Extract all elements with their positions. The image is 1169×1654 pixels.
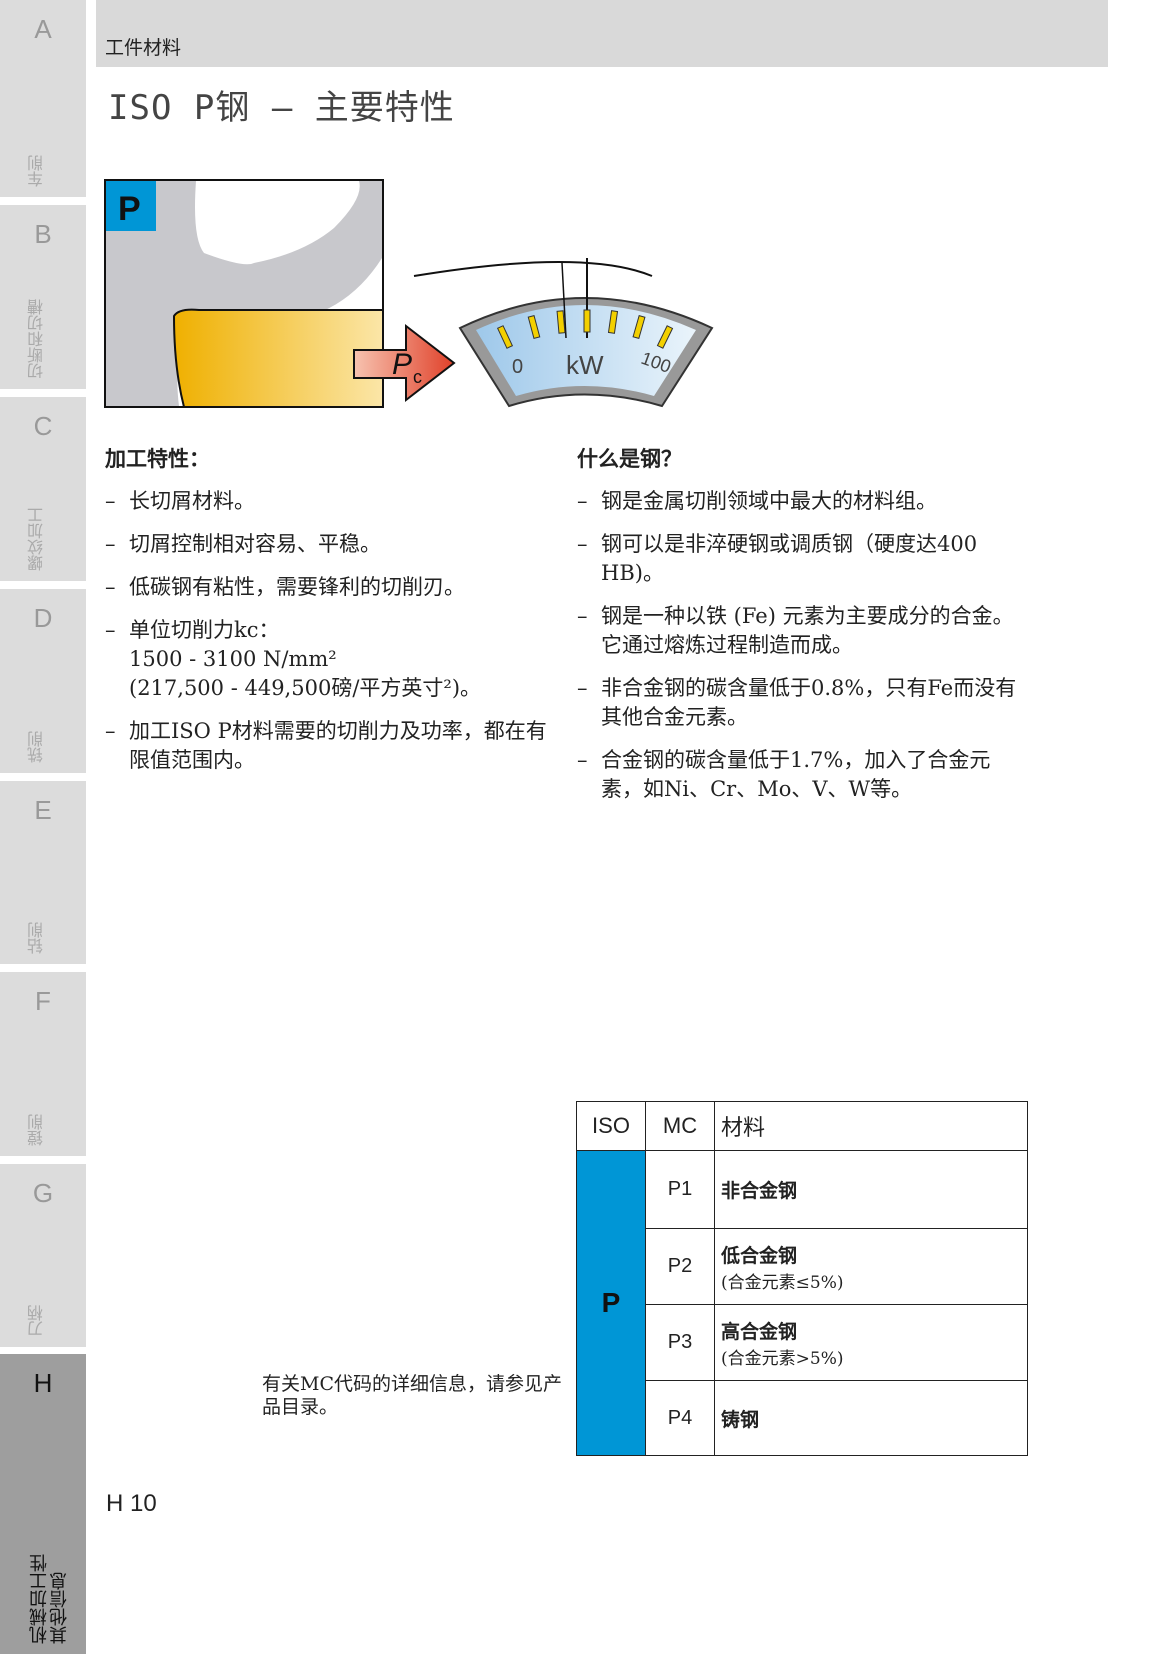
- item-text: 钢是金属切削领域中最大的材料组。: [601, 489, 937, 513]
- power-gauge-icon: 0 kW 100: [413, 258, 714, 408]
- tab-letter: A: [34, 14, 52, 44]
- dash-bullet: –: [105, 719, 116, 743]
- dash-bullet: –: [577, 604, 588, 628]
- item-text: 切屑控制相对容易、平稳。: [129, 532, 381, 556]
- tab-letter: D: [33, 603, 53, 633]
- tab-label: 铣削: [27, 731, 46, 763]
- table-row: P4 铸钢: [577, 1380, 1028, 1456]
- tab-label: 螺纹加工: [27, 507, 46, 571]
- material-note: (合金元素≤5%): [721, 1272, 844, 1293]
- tab-label: 刀柄: [27, 1305, 46, 1337]
- svg-text:kW: kW: [566, 350, 604, 380]
- list-item: –加工ISO P材料需要的切削力及功率，都在有限值范围内。: [105, 717, 555, 775]
- force-label: P: [392, 348, 412, 381]
- mc-cell: P3: [645, 1304, 715, 1381]
- col-mc: MC: [645, 1101, 715, 1151]
- material-name: 低合金钢: [721, 1244, 798, 1267]
- section-heading: 什么是钢？: [577, 447, 682, 471]
- page-title: ISO P钢 – 主要特性: [108, 88, 455, 128]
- sidebar-tab-c[interactable]: C 螺纹加工: [0, 397, 86, 581]
- tab-letter: F: [35, 986, 51, 1016]
- iso-cell: P: [576, 1150, 646, 1456]
- item-text: 低碳钢有粘性，需要锋利的切削刃。: [129, 575, 465, 599]
- item-text: 加工ISO P材料需要的切削力及功率，都在有限值范围内。: [129, 719, 547, 772]
- mc-cell: P4: [645, 1380, 715, 1456]
- tab-letter: H: [33, 1368, 53, 1398]
- sidebar-tab-b[interactable]: B 切断和切槽: [0, 205, 86, 389]
- material-cell: 非合金钢: [714, 1150, 1028, 1229]
- list-item: –低碳钢有粘性，需要锋利的切削刃。: [105, 573, 555, 602]
- mc-code-note: 有关MC代码的详细信息，请参见产品目录。: [262, 1373, 562, 1418]
- page-number: H 10: [106, 1490, 157, 1517]
- table-row: P2 低合金钢 (合金元素≤5%): [577, 1228, 1028, 1305]
- tab-label: 切断和切槽: [27, 299, 46, 379]
- material-name: 铸钢: [721, 1408, 760, 1431]
- material-name: 非合金钢: [721, 1180, 798, 1202]
- sidebar-tab-e[interactable]: E 钻削: [0, 781, 86, 964]
- dash-bullet: –: [577, 748, 588, 772]
- tab-letter: C: [33, 411, 53, 441]
- item-text: 钢是一种以铁 (Fe) 元素为主要成分的合金。它通过熔炼过程制造而成。: [601, 604, 1014, 657]
- tab-letter: B: [34, 219, 52, 249]
- mc-cell: P1: [645, 1150, 715, 1229]
- dash-bullet: –: [105, 489, 116, 513]
- svg-text:0: 0: [512, 356, 523, 378]
- tab-label: 钻削: [27, 922, 46, 954]
- tab-label: 机械加工性 其他信息: [29, 1554, 70, 1644]
- dash-bullet: –: [105, 575, 116, 599]
- mc-cell: P2: [645, 1228, 715, 1305]
- list-item: –非合金钢的碳含量低于0.8%，只有Fe而没有其他合金元素。: [577, 674, 1017, 732]
- col-material: 材料: [714, 1101, 1028, 1151]
- item-text: 钢可以是非淬硬钢或调质钢（硬度达400 HB)。: [601, 532, 978, 585]
- item-text: 合金钢的碳含量低于1.7%，加入了合金元素，如Ni、Cr、Mo、V、W等。: [601, 748, 991, 801]
- material-name: 高合金钢: [721, 1320, 798, 1343]
- table-row: P3 高合金钢 (合金元素>5%): [577, 1304, 1028, 1381]
- sidebar-tab-d[interactable]: D 铣削: [0, 589, 86, 773]
- list-item: –长切屑材料。: [105, 487, 555, 516]
- badge-letter: P: [118, 190, 141, 228]
- list-item: –钢是一种以铁 (Fe) 元素为主要成分的合金。它通过熔炼过程制造而成。: [577, 602, 1017, 660]
- list-item: –切屑控制相对容易、平稳。: [105, 530, 555, 559]
- iso-p-badge: [106, 181, 156, 231]
- what-is-steel: 什么是钢？ –钢是金属切削领域中最大的材料组。–钢可以是非淬硬钢或调质钢（硬度达…: [577, 443, 1017, 818]
- tab-letter: E: [34, 795, 52, 825]
- material-cell: 铸钢: [714, 1380, 1028, 1456]
- material-cell: 高合金钢 (合金元素>5%): [714, 1304, 1028, 1381]
- sidebar-tab-a[interactable]: A 车削: [0, 0, 86, 197]
- dash-bullet: –: [577, 676, 588, 700]
- tab-letter: G: [32, 1178, 54, 1208]
- dash-bullet: –: [577, 489, 588, 513]
- machining-characteristics: 加工特性： –长切屑材料。–切屑控制相对容易、平稳。–低碳钢有粘性，需要锋利的切…: [105, 443, 555, 789]
- tab-label: 车削: [27, 155, 46, 187]
- dash-bullet: –: [577, 532, 588, 556]
- dash-bullet: –: [105, 532, 116, 556]
- material-cell: 低合金钢 (合金元素≤5%): [714, 1228, 1028, 1305]
- item-text: 单位切削力kc： 1500 - 3100 N/mm² (217,500 - 44…: [129, 618, 482, 700]
- item-text: 长切屑材料。: [129, 489, 255, 513]
- material-note: (合金元素>5%): [721, 1348, 844, 1369]
- list-item: –单位切削力kc： 1500 - 3100 N/mm² (217,500 - 4…: [105, 616, 555, 703]
- header-bar: 工件材料: [96, 0, 1108, 67]
- section-heading: 加工特性：: [105, 447, 210, 471]
- list-item: –合金钢的碳含量低于1.7%，加入了合金元素，如Ni、Cr、Mo、V、W等。: [577, 746, 1017, 804]
- force-arrow-icon: [353, 323, 456, 403]
- list-item: –钢可以是非淬硬钢或调质钢（硬度达400 HB)。: [577, 530, 1017, 588]
- force-sub: c: [413, 367, 422, 387]
- tab-label: 镗削: [27, 1114, 46, 1146]
- sidebar-tab-f[interactable]: F 镗削: [0, 972, 86, 1156]
- insert-shape: [172, 308, 384, 408]
- col-iso: ISO: [576, 1101, 646, 1151]
- item-text: 非合金钢的碳含量低于0.8%，只有Fe而没有其他合金元素。: [601, 676, 1017, 729]
- table-header: ISO MC 材料: [576, 1101, 1028, 1151]
- dash-bullet: –: [105, 618, 116, 642]
- sidebar-tab-g[interactable]: G 刀柄: [0, 1164, 86, 1347]
- machining-illustration: P P c 0 kW 100: [104, 179, 714, 408]
- section-title: 工件材料: [105, 37, 182, 59]
- sidebar-tab-h[interactable]: H 机械加工性 其他信息: [0, 1354, 86, 1654]
- list-item: –钢是金属切削领域中最大的材料组。: [577, 487, 1017, 516]
